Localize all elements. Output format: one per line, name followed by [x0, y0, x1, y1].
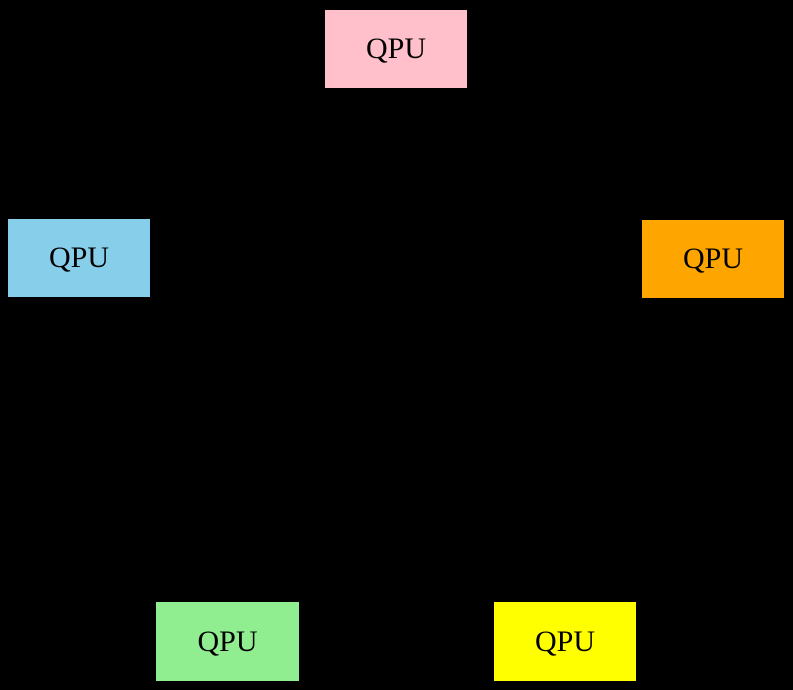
- qpu-node-bottom-right-label: QPU: [534, 624, 595, 658]
- qpu-node-right-label: QPU: [682, 242, 743, 275]
- qpu-node-top-label: QPU: [365, 32, 426, 65]
- qpu-node-top: QPU: [323, 8, 469, 90]
- qpu-node-left-label: QPU: [48, 241, 109, 274]
- qpu-node-right: QPU: [640, 218, 786, 300]
- qpu-node-bottom-left-label: QPU: [197, 624, 258, 658]
- qpu-node-bottom-right: QPU: [492, 600, 638, 683]
- qpu-node-left: QPU: [6, 217, 152, 299]
- qpu-node-bottom-left: QPU: [154, 600, 301, 683]
